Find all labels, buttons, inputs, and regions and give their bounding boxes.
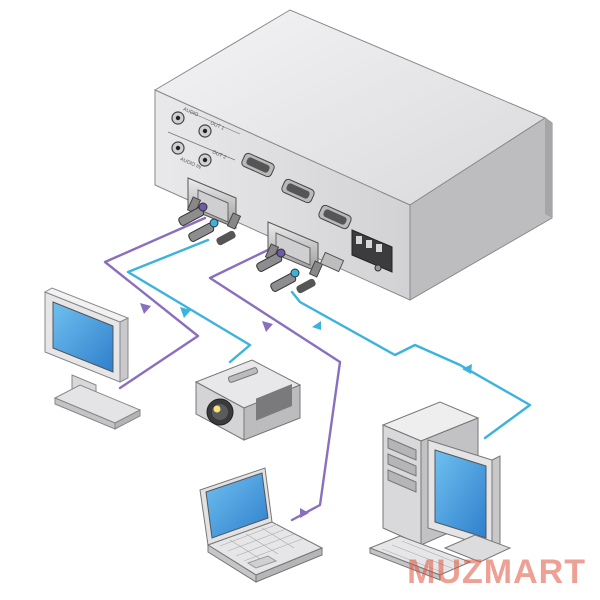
laptop-keyboard bbox=[219, 523, 303, 562]
arrow-icon bbox=[140, 303, 151, 314]
terminal-block bbox=[351, 229, 393, 273]
cable-purple-laptop bbox=[208, 246, 342, 522]
desktop-screen bbox=[434, 449, 487, 539]
arrow-icon bbox=[300, 508, 309, 518]
laptop-icon bbox=[199, 467, 324, 583]
panel-label-audio: AUDIO bbox=[182, 106, 199, 118]
watermark-logo: MUZMART bbox=[407, 553, 586, 591]
cable-cyan-desktop bbox=[290, 290, 532, 440]
laptop-screen bbox=[205, 472, 269, 539]
projector-icon bbox=[194, 359, 302, 441]
monitor-icon bbox=[43, 287, 142, 430]
connector-cluster-right bbox=[256, 221, 345, 294]
arrow-icon bbox=[462, 364, 472, 374]
vga-socket-3 bbox=[318, 204, 352, 230]
switcher-device: AUDIO OUT 1 OUT 2 AUDIO IN bbox=[153, 9, 553, 301]
arrow-icon bbox=[262, 321, 273, 332]
vga-socket-2 bbox=[281, 178, 315, 204]
cable-cyan-projector bbox=[126, 238, 252, 364]
arrow-icon bbox=[312, 321, 321, 330]
desktop-computer-icon bbox=[368, 401, 512, 581]
arrow-icon bbox=[180, 307, 191, 318]
connector-cluster-left bbox=[178, 177, 242, 246]
audio-jacks bbox=[167, 111, 241, 167]
cables bbox=[103, 216, 532, 522]
vga-socket-1 bbox=[241, 152, 275, 178]
monitor-screen bbox=[52, 301, 114, 373]
panel-label-out2: OUT 2 bbox=[211, 149, 227, 161]
cable-purple-monitor bbox=[103, 216, 207, 390]
panel-label-out1: OUT 1 bbox=[209, 120, 225, 132]
